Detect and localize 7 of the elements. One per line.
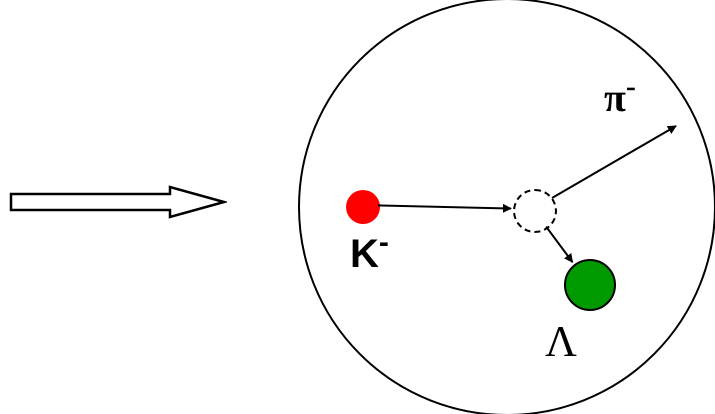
arrow — [552, 125, 677, 199]
arrow — [378, 204, 512, 213]
particle-label: Λ — [545, 320, 577, 364]
lambda-particle — [564, 259, 616, 311]
particle-label: K$^{-}$ — [350, 234, 389, 274]
kaon-particle — [346, 190, 380, 224]
arrow — [545, 226, 574, 263]
